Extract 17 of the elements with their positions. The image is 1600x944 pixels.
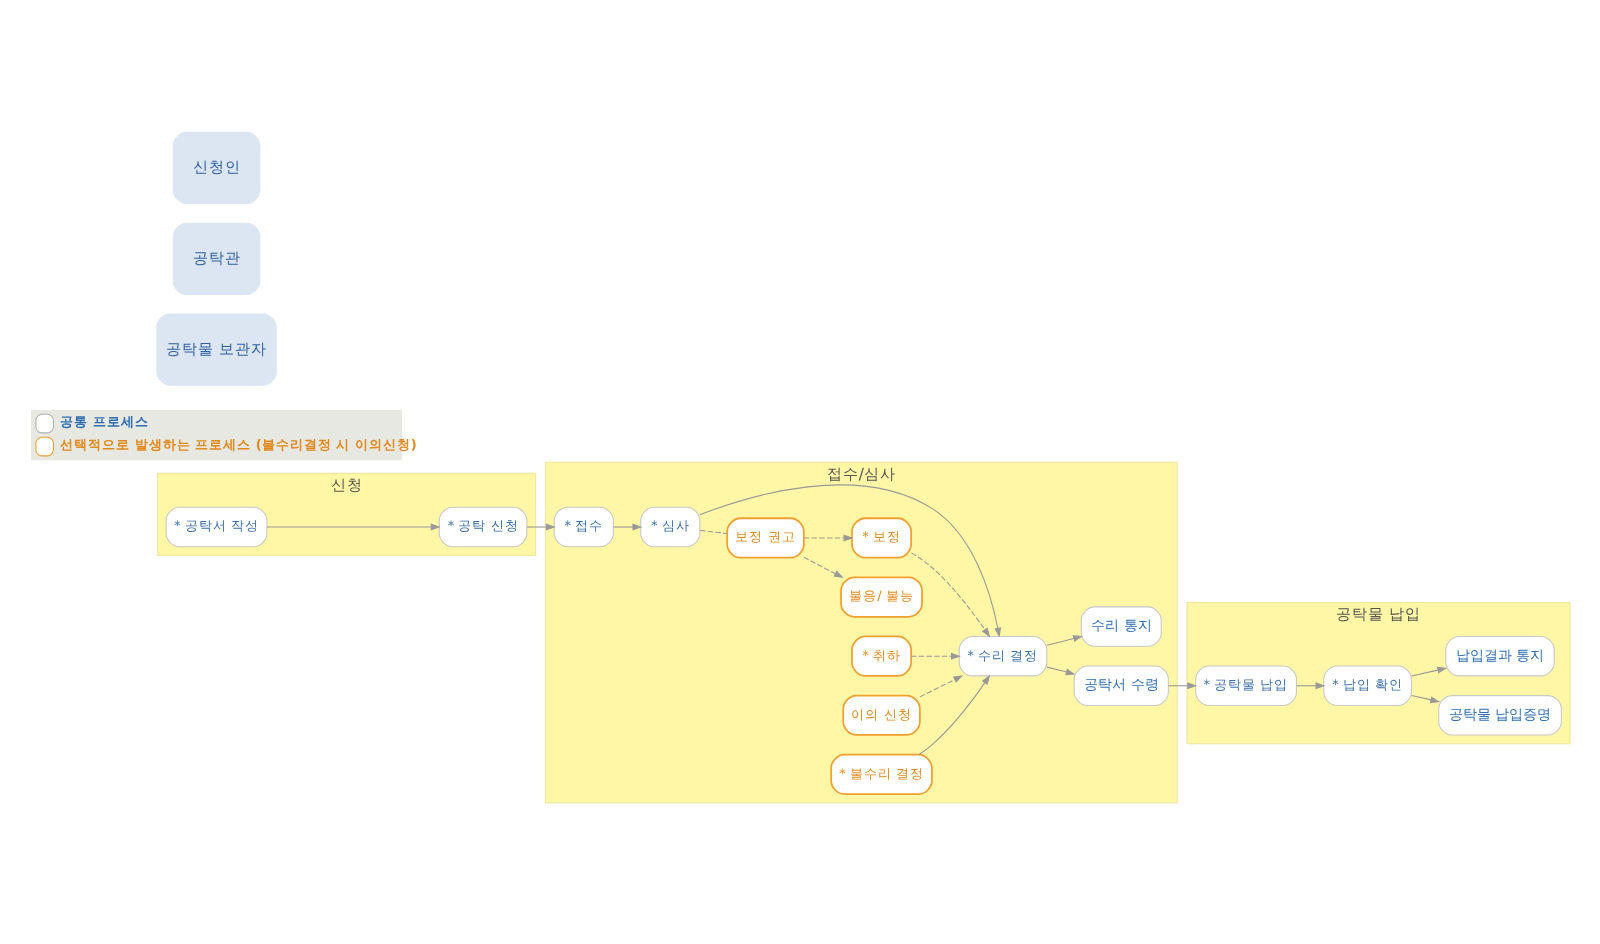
arrow bbox=[526, 523, 556, 531]
arrow bbox=[1046, 635, 1083, 646]
arrow bbox=[910, 552, 991, 638]
arrow bbox=[699, 484, 1002, 638]
arrow bbox=[918, 674, 991, 756]
connector bbox=[699, 529, 728, 535]
arrow bbox=[919, 675, 964, 698]
arrow bbox=[1296, 682, 1326, 690]
arrow bbox=[266, 523, 441, 531]
arrow bbox=[803, 534, 854, 542]
arrow bbox=[803, 556, 844, 579]
arrow bbox=[1411, 666, 1448, 677]
arrow bbox=[1411, 694, 1441, 704]
arrow bbox=[1046, 666, 1076, 676]
arrow bbox=[612, 523, 643, 531]
arrow bbox=[1167, 682, 1198, 690]
arrow bbox=[910, 652, 961, 660]
